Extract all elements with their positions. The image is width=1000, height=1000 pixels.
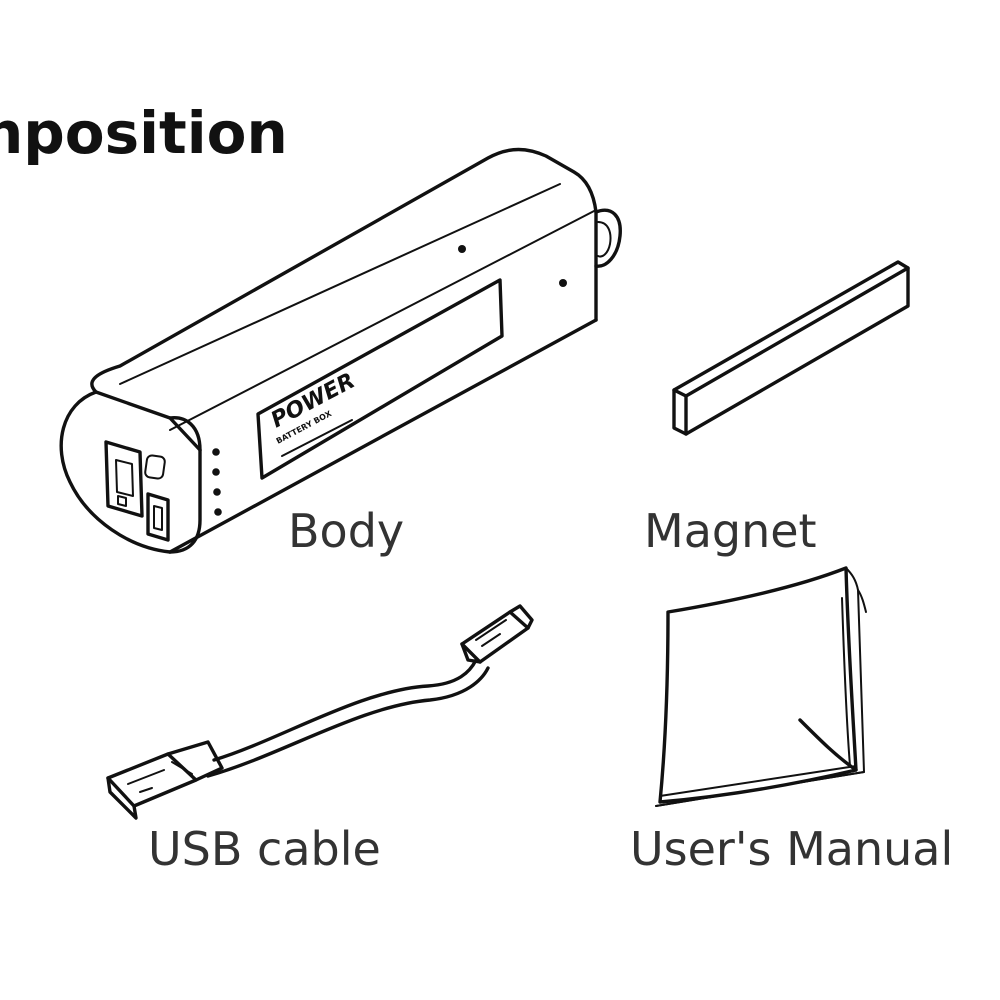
caption-users-manual: User's Manual: [630, 822, 954, 876]
section-heading: nposition: [0, 99, 288, 167]
caption-magnet: Magnet: [644, 504, 817, 558]
caption-usb-cable: USB cable: [148, 822, 381, 876]
caption-body: Body: [288, 504, 405, 558]
